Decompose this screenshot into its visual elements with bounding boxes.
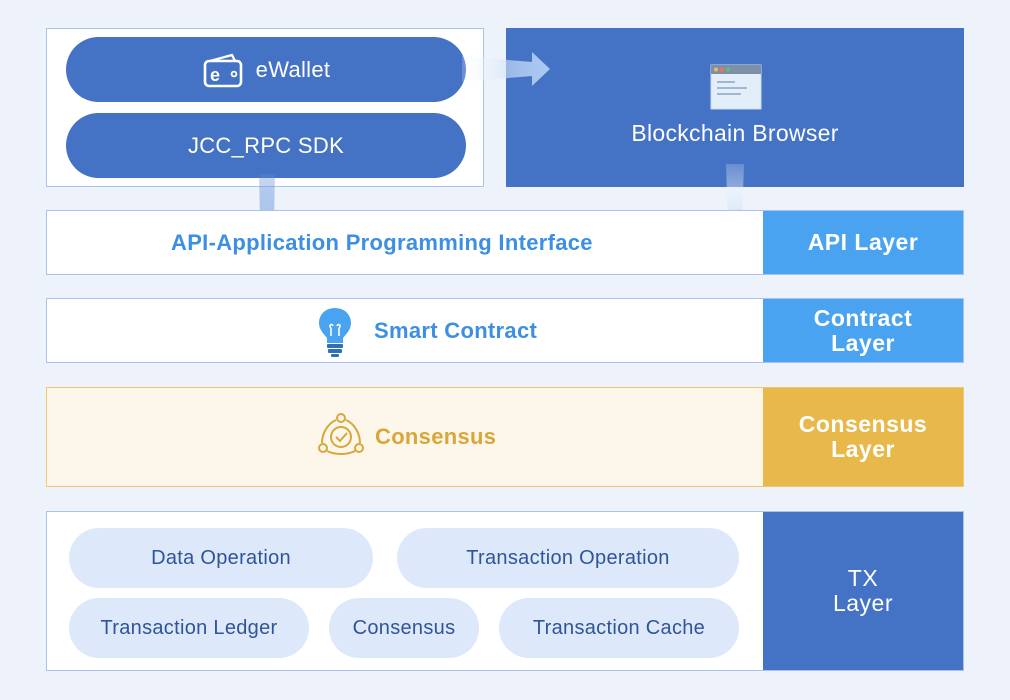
contract-layer-row: Smart Contract Contract Layer xyxy=(46,298,964,363)
browser-label: Blockchain Browser xyxy=(631,120,839,146)
api-layer-row: API-Application Programming Interface AP… xyxy=(46,210,964,275)
blockchain-browser-box[interactable]: Blockchain Browser xyxy=(506,28,964,187)
contract-text: Smart Contract xyxy=(374,317,538,343)
api-layer-label: API Layer xyxy=(763,211,963,274)
ewallet-pill[interactable]: e eWallet xyxy=(66,37,466,102)
arrow-ewallet-to-browser xyxy=(462,52,550,86)
tx-layer-row: Data Operation Transaction Operation Tra… xyxy=(46,511,964,671)
tx-item-transaction-operation[interactable]: Transaction Operation xyxy=(397,528,739,588)
svg-text:e: e xyxy=(210,65,220,85)
tx-item-transaction-ledger[interactable]: Transaction Ledger xyxy=(69,598,309,658)
contract-layer-label: Contract Layer xyxy=(763,299,963,362)
tx-item-transaction-cache[interactable]: Transaction Cache xyxy=(499,598,739,658)
api-text: API-Application Programming Interface xyxy=(171,229,593,255)
sdk-pill[interactable]: JCC_RPC SDK xyxy=(66,113,466,178)
consensus-layer-label: Consensus Layer xyxy=(763,388,963,486)
tx-item-consensus[interactable]: Consensus xyxy=(329,598,479,658)
lightbulb-icon xyxy=(316,306,354,358)
consensus-layer-row: Consensus Consensus Layer xyxy=(46,387,964,487)
wallet-icon: e xyxy=(202,52,244,88)
ewallet-label: eWallet xyxy=(255,56,331,82)
consensus-network-icon xyxy=(317,412,365,456)
consensus-text: Consensus xyxy=(375,424,497,449)
tx-layer-label: TX Layer xyxy=(763,512,963,670)
browser-window-icon xyxy=(710,64,762,110)
tx-item-data-operation[interactable]: Data Operation xyxy=(69,528,373,588)
arrow-browser-to-api xyxy=(720,164,750,243)
sdk-label: JCC_RPC SDK xyxy=(187,132,345,158)
client-group: e eWallet JCC_RPC SDK xyxy=(46,28,484,187)
